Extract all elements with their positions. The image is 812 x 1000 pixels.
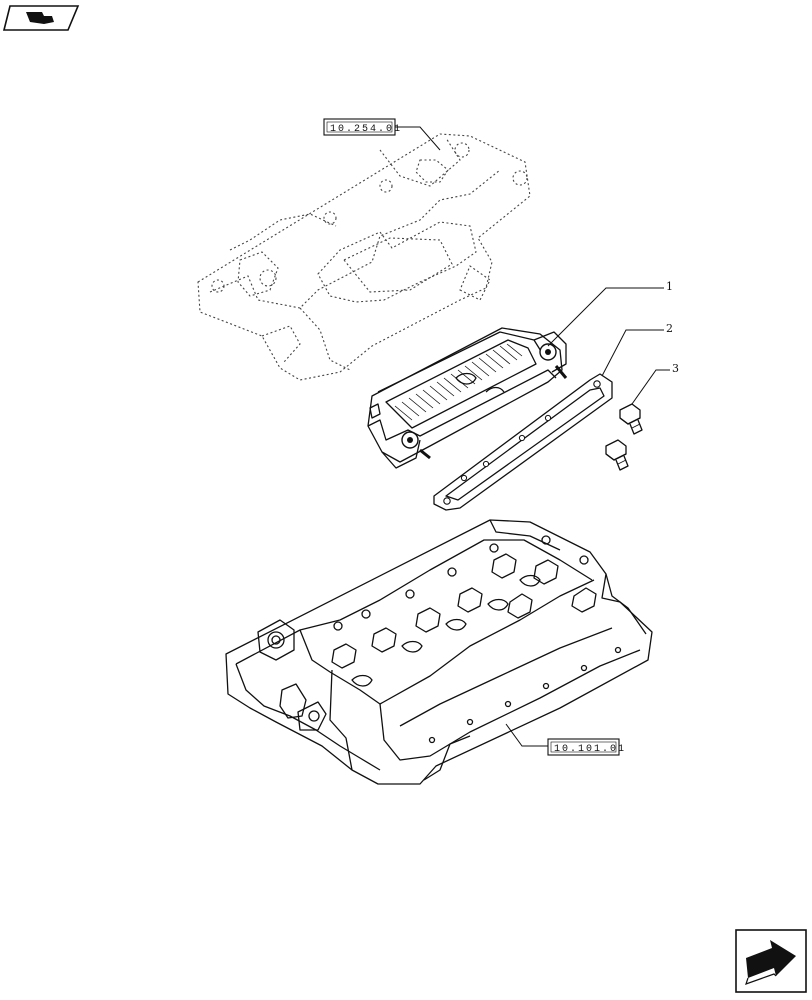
intake-manifold-reference xyxy=(197,133,531,381)
callout-3[interactable]: 3 xyxy=(672,362,679,375)
part-3-screw-lower xyxy=(605,439,629,471)
cylinder-head-bolt-bosses xyxy=(333,535,589,631)
callout-2[interactable]: 2 xyxy=(666,322,673,335)
part-3-screw-upper xyxy=(619,403,643,435)
reference-label-lower: 10.101.01 xyxy=(554,744,626,755)
part-2-gasket xyxy=(433,373,613,511)
cylinder-head xyxy=(225,519,653,785)
part-1-heat-exchanger xyxy=(367,327,568,469)
cylinder-head-flange-holes xyxy=(428,646,622,744)
callout-1[interactable]: 1 xyxy=(666,280,673,293)
book-icon[interactable] xyxy=(2,5,80,31)
reference-label-upper: 10.254.01 xyxy=(330,124,402,135)
reference-box-lower[interactable]: 10.101.01 xyxy=(547,738,626,756)
reference-box-upper[interactable]: 10.254.01 xyxy=(323,118,402,136)
next-page-arrow-icon[interactable] xyxy=(735,929,807,993)
